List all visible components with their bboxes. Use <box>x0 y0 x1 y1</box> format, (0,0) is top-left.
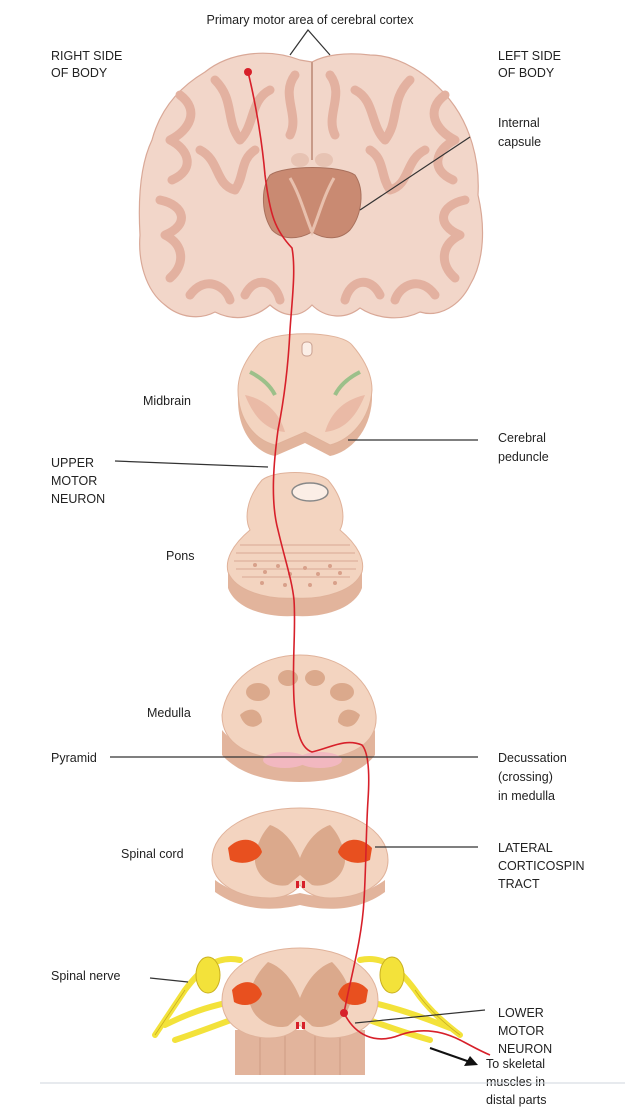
ventricle-right <box>315 153 333 167</box>
label-midbrain: Midbrain <box>143 394 191 408</box>
pons-section <box>227 473 362 617</box>
lower-central-marks <box>296 1022 299 1029</box>
medulla-section <box>222 655 376 782</box>
label-upper-motor-neuron-3: NEURON <box>51 492 105 506</box>
midbrain-section <box>238 334 372 456</box>
lower-central-marks-2 <box>302 1022 305 1029</box>
label-lower-motor-neuron-1: LOWER <box>498 1006 544 1020</box>
label-lower-motor-neuron-3: NEURON <box>498 1042 552 1056</box>
dorsal-root-ganglion-left <box>196 957 220 993</box>
fourth-ventricle <box>292 483 328 501</box>
label-lateral-tract-1: LATERAL <box>498 841 553 855</box>
label-upper-motor-neuron-1: UPPER <box>51 456 94 470</box>
label-lower-motor-neuron-2: MOTOR <box>498 1024 544 1038</box>
label-right-side-2: OF BODY <box>51 66 108 80</box>
label-internal-capsule-1: Internal <box>498 116 540 130</box>
label-left-side-2: OF BODY <box>498 66 555 80</box>
label-to-muscles-2: muscles in <box>486 1075 545 1089</box>
to-muscles-arrow-line <box>430 1048 470 1062</box>
cerebral-aqueduct <box>302 342 312 356</box>
label-spinal-cord: Spinal cord <box>121 847 184 861</box>
cerebrum-section <box>139 53 482 318</box>
label-pons: Pons <box>166 549 195 563</box>
label-to-muscles-1: To skeletal <box>486 1057 545 1071</box>
label-left-side-1: LEFT SIDE <box>498 49 561 63</box>
label-lateral-tract-2: CORTICOSPIN <box>498 859 585 873</box>
label-internal-capsule-2: capsule <box>498 135 541 149</box>
label-decussation-2: (crossing) <box>498 770 553 784</box>
label-upper-motor-neuron-2: MOTOR <box>51 474 97 488</box>
central-canal-marks-2 <box>302 881 305 888</box>
label-right-side-1: RIGHT SIDE <box>51 49 122 63</box>
central-canal-marks <box>296 881 299 888</box>
spinal-cord-with-nerves <box>155 948 460 1075</box>
label-cerebral-peduncle-1: Cerebral <box>498 431 546 445</box>
label-spinal-nerve: Spinal nerve <box>51 969 121 983</box>
label-pyramid: Pyramid <box>51 751 97 765</box>
label-lateral-tract-3: TRACT <box>498 877 540 891</box>
label-primary-motor-area: Primary motor area of cerebral cortex <box>206 13 414 27</box>
label-cerebral-peduncle-2: peduncle <box>498 450 549 464</box>
label-decussation-1: Decussation <box>498 751 567 765</box>
medulla-face <box>222 655 376 760</box>
pyramid-right <box>298 752 342 768</box>
label-decussation-3: in medulla <box>498 789 555 803</box>
ventricle-left <box>291 153 309 167</box>
label-to-muscles-3: distal parts <box>486 1093 546 1107</box>
dorsal-root-ganglion-right <box>380 957 404 993</box>
label-medulla: Medulla <box>147 706 191 720</box>
spinal-cord-section <box>212 808 388 909</box>
